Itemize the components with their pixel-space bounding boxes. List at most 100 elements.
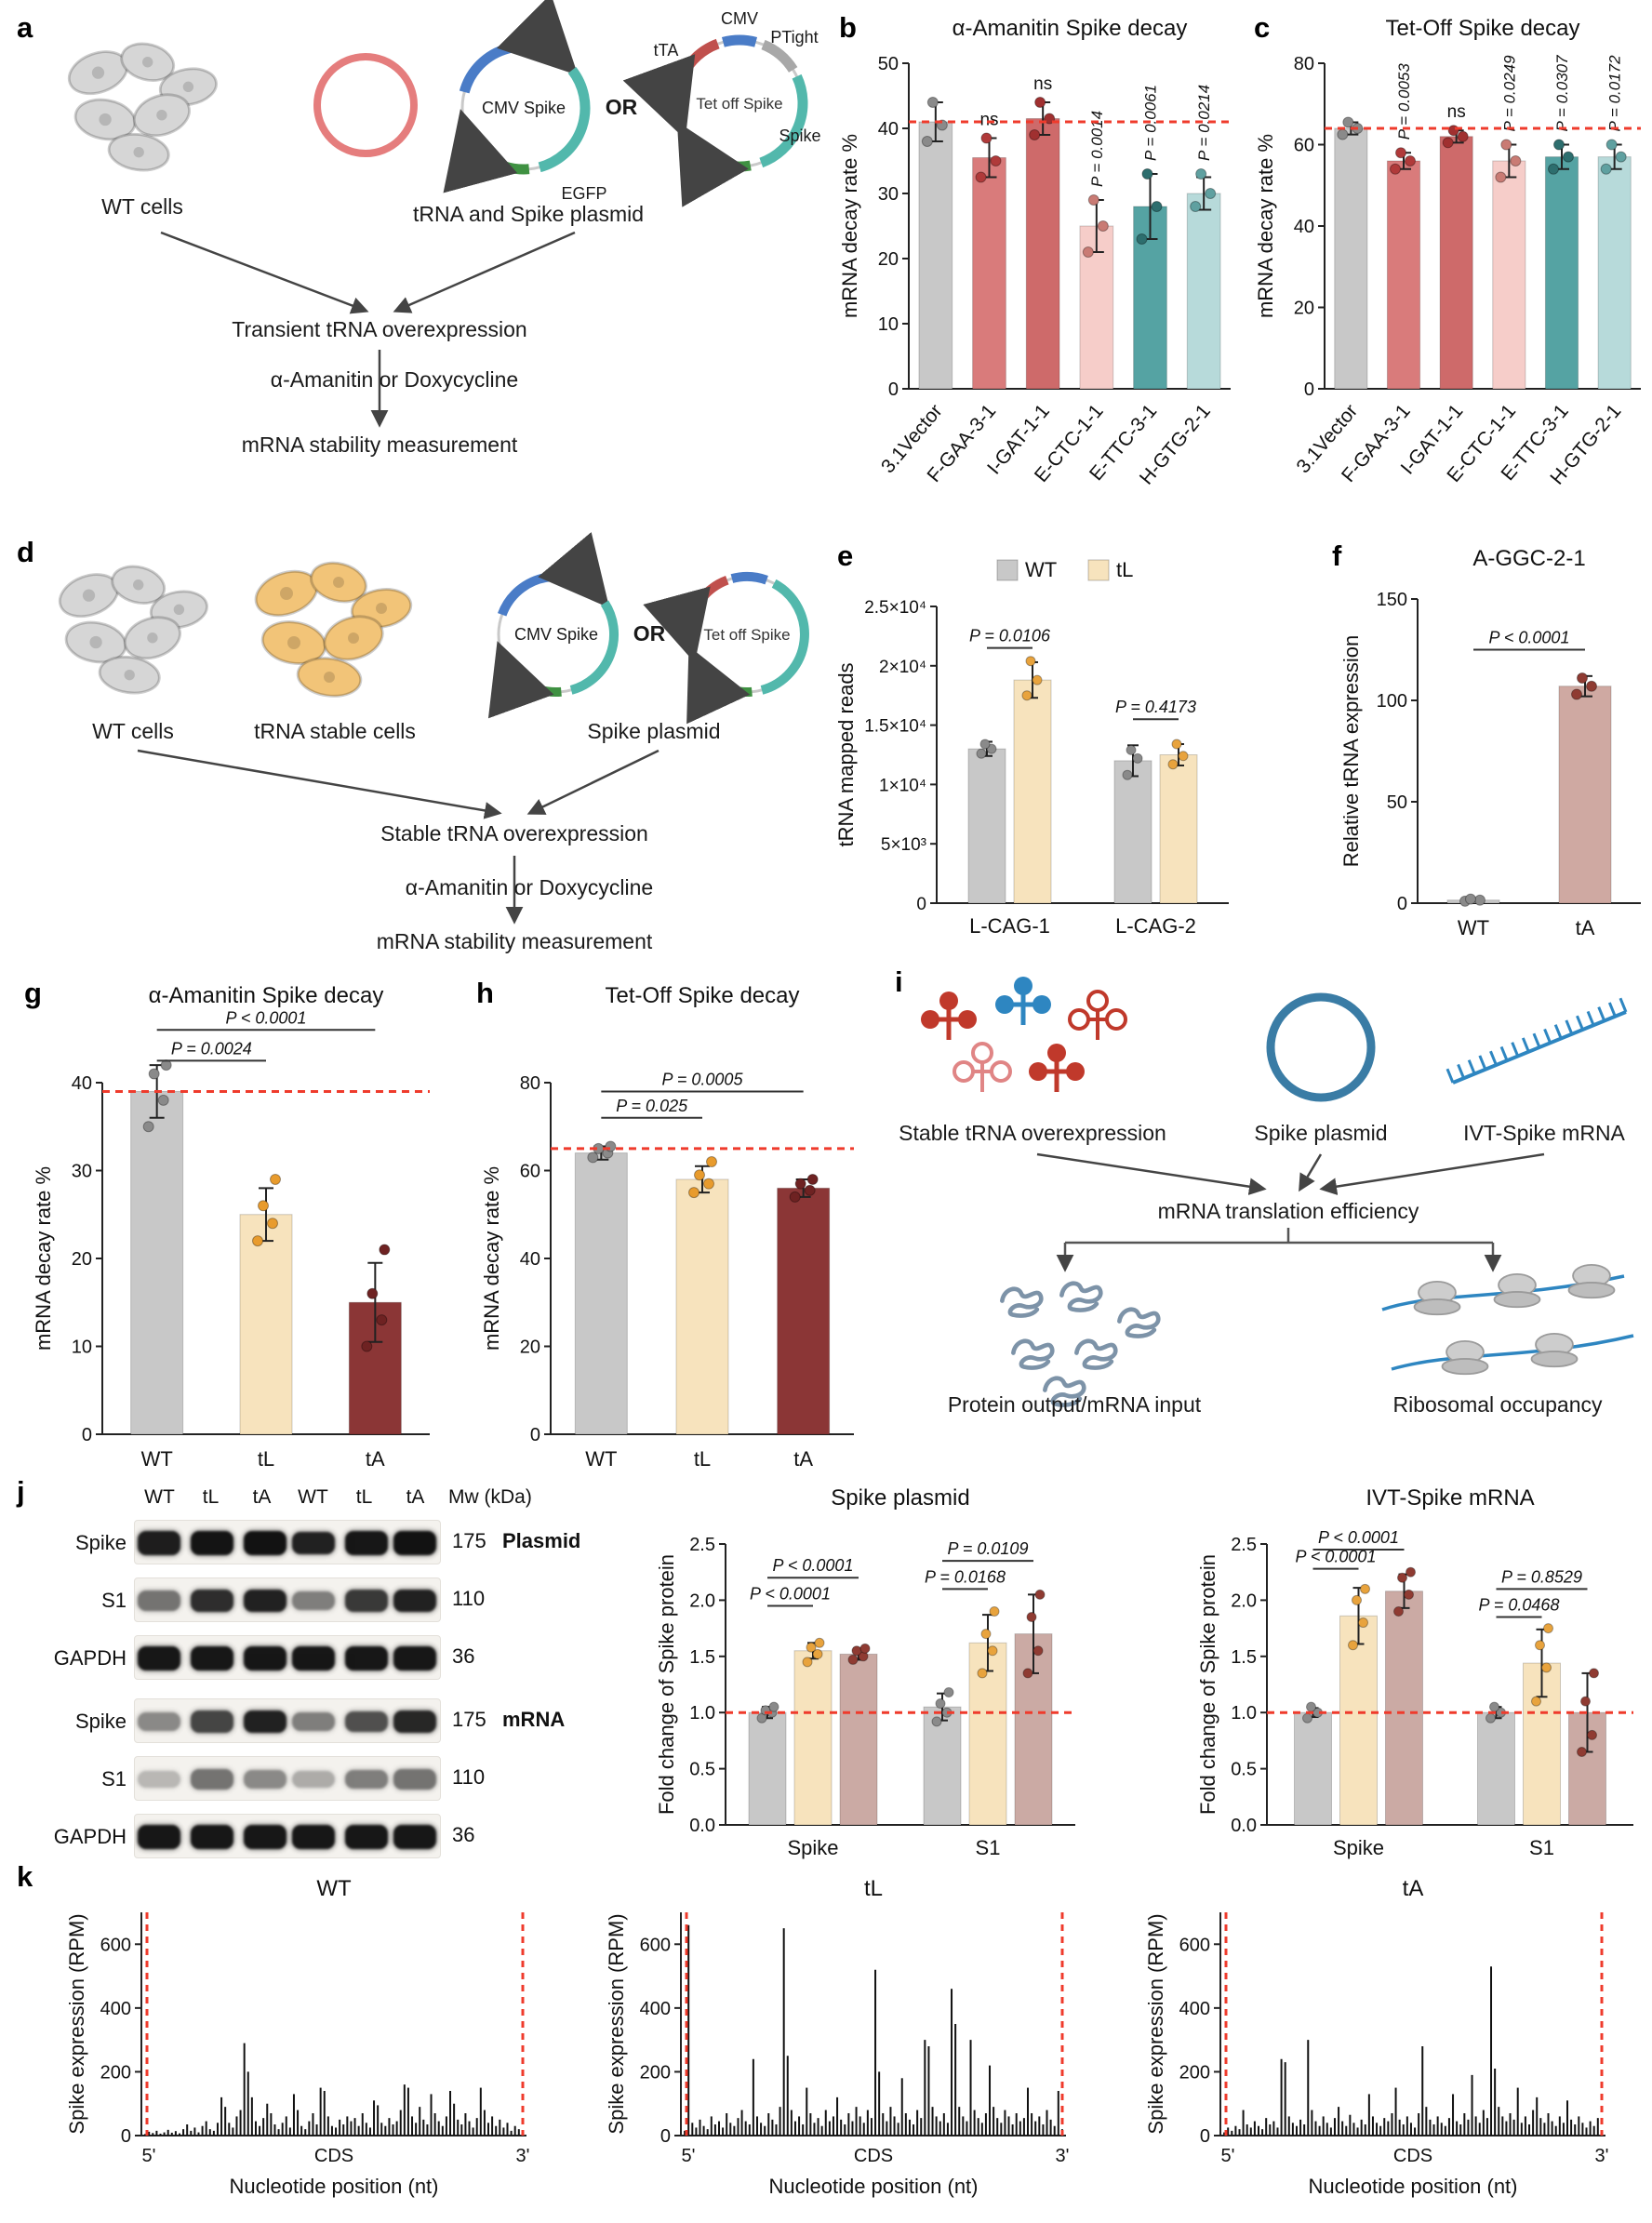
blot-band (190, 1531, 233, 1555)
data-point (1600, 163, 1612, 175)
data-point (1026, 1612, 1037, 1623)
x-category: Spike (1333, 1836, 1384, 1859)
data-point (376, 1314, 388, 1326)
protein-icon (1119, 1310, 1158, 1337)
blot-strip (134, 1756, 441, 1801)
data-point (1136, 233, 1148, 245)
y-tick-label: 0 (660, 2126, 671, 2147)
error-bar (367, 1261, 383, 1343)
mrna-tooth (1499, 1045, 1509, 1061)
ribosomal-occupancy-label: Ribosomal occupancy (1392, 1392, 1603, 1417)
ribosome-icon (1413, 1280, 1461, 1316)
mw-value: 175 (452, 1708, 486, 1731)
mrna-tooth (1467, 1059, 1476, 1075)
blot-row-label: GAPDH (53, 1646, 127, 1670)
cmv-spike-plasmid-icon: CMV Spike (443, 0, 591, 193)
mrna-tooth (1446, 1068, 1455, 1084)
y-tick-label: 20 (1294, 299, 1314, 319)
sig-label: ns (979, 111, 998, 130)
x-category: WT (585, 1447, 617, 1471)
efficiency-label: mRNA translation efficiency (1158, 1199, 1419, 1223)
flow-arrow (137, 749, 502, 819)
blot-band (291, 1646, 335, 1671)
data-point (989, 1605, 1000, 1617)
sig-label: P = 0.0307 (1553, 55, 1571, 132)
blot-band (243, 1770, 286, 1789)
cmv-label: CMV (721, 9, 758, 28)
sig-label: P = 0.0109 (948, 1539, 1029, 1558)
panel-letter-h: h (476, 977, 494, 1009)
data-point (258, 1200, 269, 1212)
y-tick-label: 2.5×10⁴ (864, 598, 926, 618)
y-tick-label: 20 (878, 249, 899, 270)
data-point (1465, 893, 1476, 905)
panel-letter-c: c (1254, 11, 1271, 44)
y-tick-label: 0.5 (1231, 1760, 1257, 1780)
flow-arrow (1036, 1152, 1267, 1196)
blot-strip (134, 1520, 441, 1564)
y-tick-label: 20 (72, 1249, 92, 1270)
data-point (1447, 125, 1459, 137)
blot-band (243, 1531, 286, 1555)
bar (574, 1152, 628, 1435)
data-point (1485, 1712, 1496, 1724)
data-point (252, 1235, 263, 1247)
sig-label: P < 0.0001 (1318, 1528, 1399, 1547)
y-axis-label: mRNA decay rate % (480, 1166, 503, 1351)
bar (972, 157, 1006, 390)
data-point (587, 1151, 599, 1164)
sig-label: P < 0.0001 (750, 1584, 831, 1603)
y-tick-label: 0 (1200, 2126, 1210, 2147)
sig-label: ns (1033, 74, 1052, 94)
x-tick-label: CDS (314, 2146, 353, 2166)
y-tick-label: 2×10⁴ (879, 658, 926, 677)
y-tick-label: 400 (1179, 1999, 1210, 2019)
chart-title: Spike plasmid (831, 1485, 969, 1511)
outcome-label: mRNA stability measurement (377, 929, 653, 953)
blot-band (393, 1825, 436, 1849)
data-point (1205, 188, 1217, 199)
blot-band (291, 1825, 335, 1849)
bar (1558, 686, 1612, 904)
data-point (1126, 744, 1137, 755)
data-point (847, 1654, 859, 1665)
blot-row-label: S1 (101, 1767, 127, 1790)
y-tick-label: 2.5 (689, 1535, 715, 1555)
bar (968, 1642, 1007, 1826)
sig-label: P = 0.0172 (1606, 55, 1624, 132)
flow-arrow (393, 231, 576, 313)
y-tick-label: 1.0 (1231, 1703, 1257, 1724)
data-point (756, 1712, 767, 1724)
egfp-label: EGFP (561, 184, 606, 203)
panel-letter-e: e (837, 539, 854, 572)
panel-letter-d: d (17, 536, 34, 568)
y-tick-label: 400 (640, 1999, 671, 2019)
ribosome-icon (1567, 1263, 1616, 1299)
y-tick-label: 1.5 (1231, 1647, 1257, 1668)
plasmid-arc-gray-ptight (761, 39, 798, 73)
axes (1318, 62, 1641, 390)
mrna-tooth (1576, 1015, 1584, 1031)
data-point (979, 739, 991, 750)
data-point (806, 1642, 817, 1653)
bar (1186, 193, 1221, 390)
plasmid-arc-red-tta (622, 38, 720, 140)
bar (748, 1711, 787, 1826)
panel-i-schematic: Stable tRNA overexpression Spike plasmid… (899, 964, 1634, 1417)
y-tick-label: 200 (100, 2062, 131, 2083)
chart-title: tL (864, 1876, 883, 1901)
data-point (703, 1178, 714, 1190)
bar (675, 1178, 729, 1435)
data-point (990, 155, 1002, 166)
data-point (812, 1648, 823, 1659)
y-tick-label: 10 (878, 314, 899, 335)
bar (1439, 136, 1473, 390)
ribosome-icon (1493, 1272, 1541, 1309)
axes (135, 1912, 526, 2136)
data-point (1571, 688, 1582, 700)
data-point (1021, 690, 1032, 701)
